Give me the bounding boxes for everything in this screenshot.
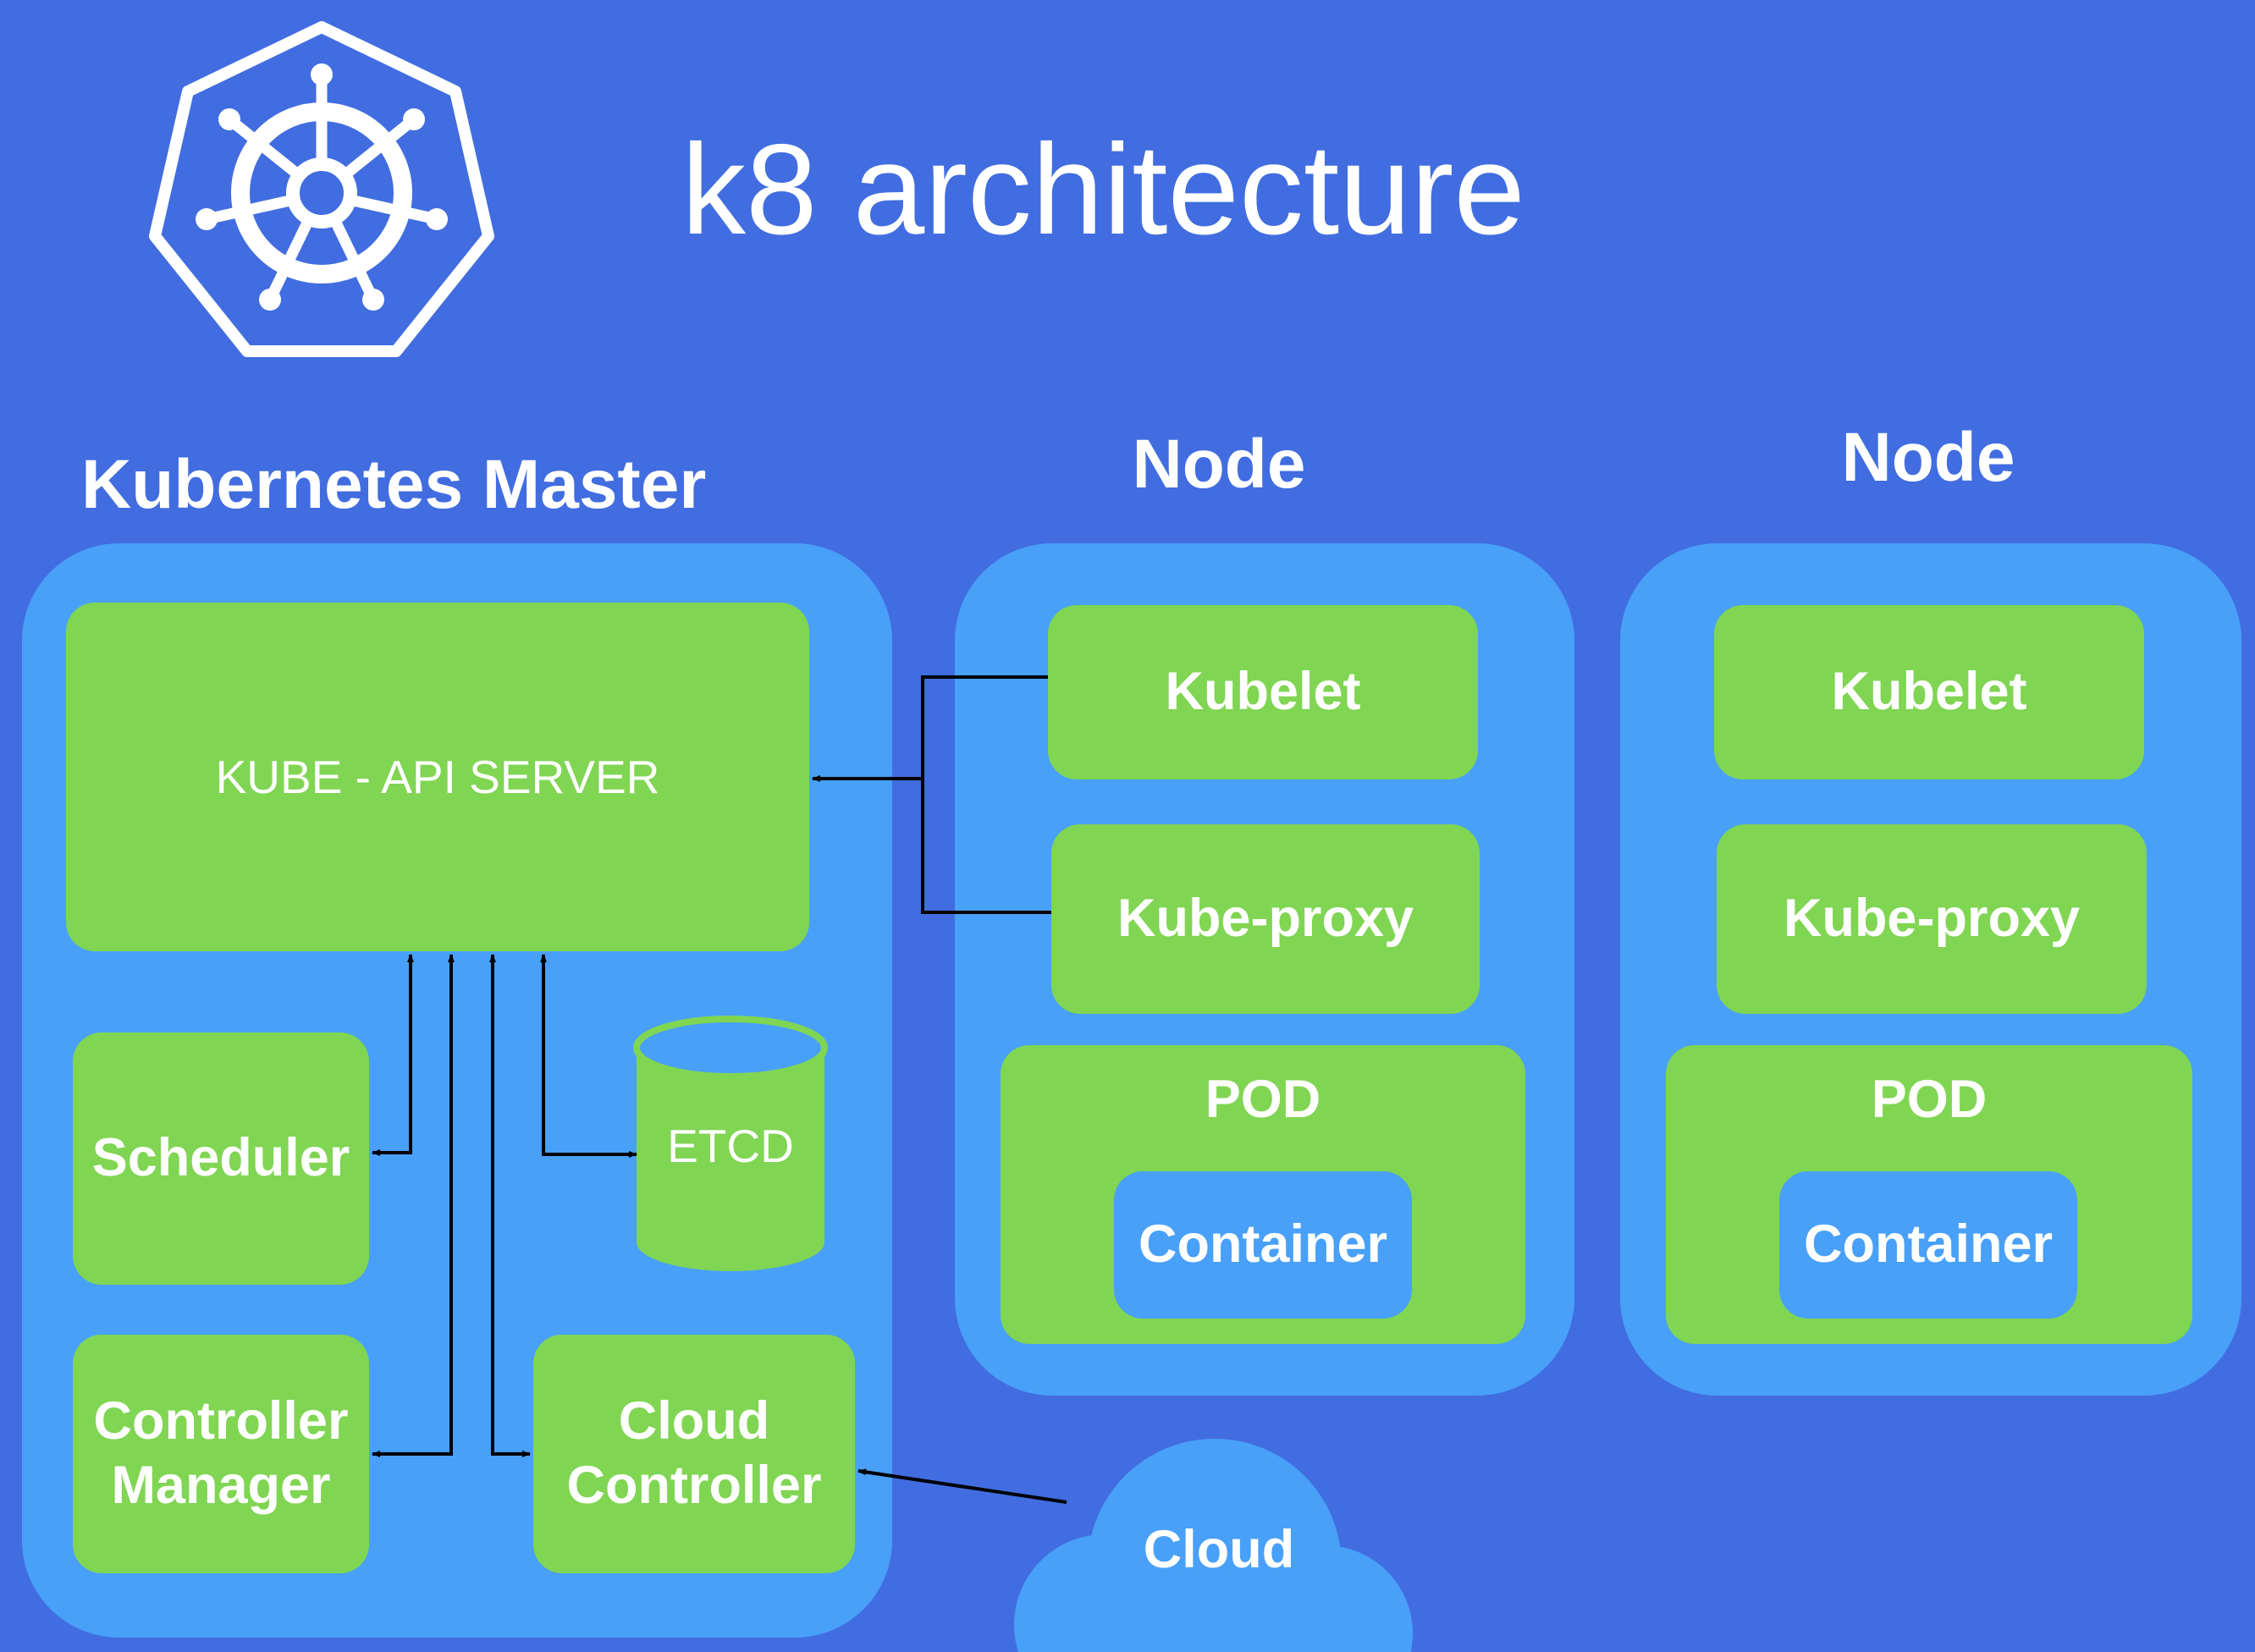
- master-heading: Kubernetes Master: [81, 446, 707, 523]
- container: Container: [1779, 1171, 2077, 1319]
- node-kubelet-connector: [921, 675, 1051, 914]
- scheduler: Scheduler: [73, 1032, 369, 1285]
- diagram-title: k8 architecture: [681, 118, 1525, 262]
- cloud-controller: Cloud Controller: [533, 1335, 855, 1573]
- cloud-controller-line-2: Controller: [566, 1456, 822, 1515]
- etcd-label: ETCD: [667, 1120, 794, 1172]
- node-heading: Node: [1841, 419, 2015, 496]
- pod-label: POD: [1205, 1070, 1321, 1130]
- kubelet: Kubelet: [1048, 605, 1478, 779]
- cloud-controller-line-1: Cloud: [618, 1391, 770, 1451]
- kubelet: Kubelet: [1714, 605, 2144, 779]
- pod-label: POD: [1871, 1070, 1988, 1130]
- controller-manager-api-connector: [372, 954, 455, 1457]
- controller-manager-line-1: Controller: [93, 1391, 349, 1451]
- controller-manager: Controller Manager: [73, 1335, 369, 1573]
- scheduler-api-connector: [372, 954, 414, 1156]
- cloud-controller-api-connector: [489, 954, 531, 1457]
- kube-proxy: Kube-proxy: [1717, 824, 2147, 1014]
- container: Container: [1114, 1171, 1412, 1319]
- kubernetes-helm-icon: [149, 21, 494, 357]
- cloud-connector: [857, 1468, 1067, 1504]
- api-server: KUBE - API SERVER: [66, 603, 809, 951]
- node-heading: Node: [1132, 426, 1306, 503]
- controller-manager-line-2: Manager: [111, 1456, 331, 1515]
- cloud-label: Cloud: [1143, 1520, 1295, 1580]
- cloud-icon: [1014, 1439, 1413, 1652]
- kube-proxy: Kube-proxy: [1051, 824, 1480, 1014]
- etcd-api-connector: [540, 954, 637, 1158]
